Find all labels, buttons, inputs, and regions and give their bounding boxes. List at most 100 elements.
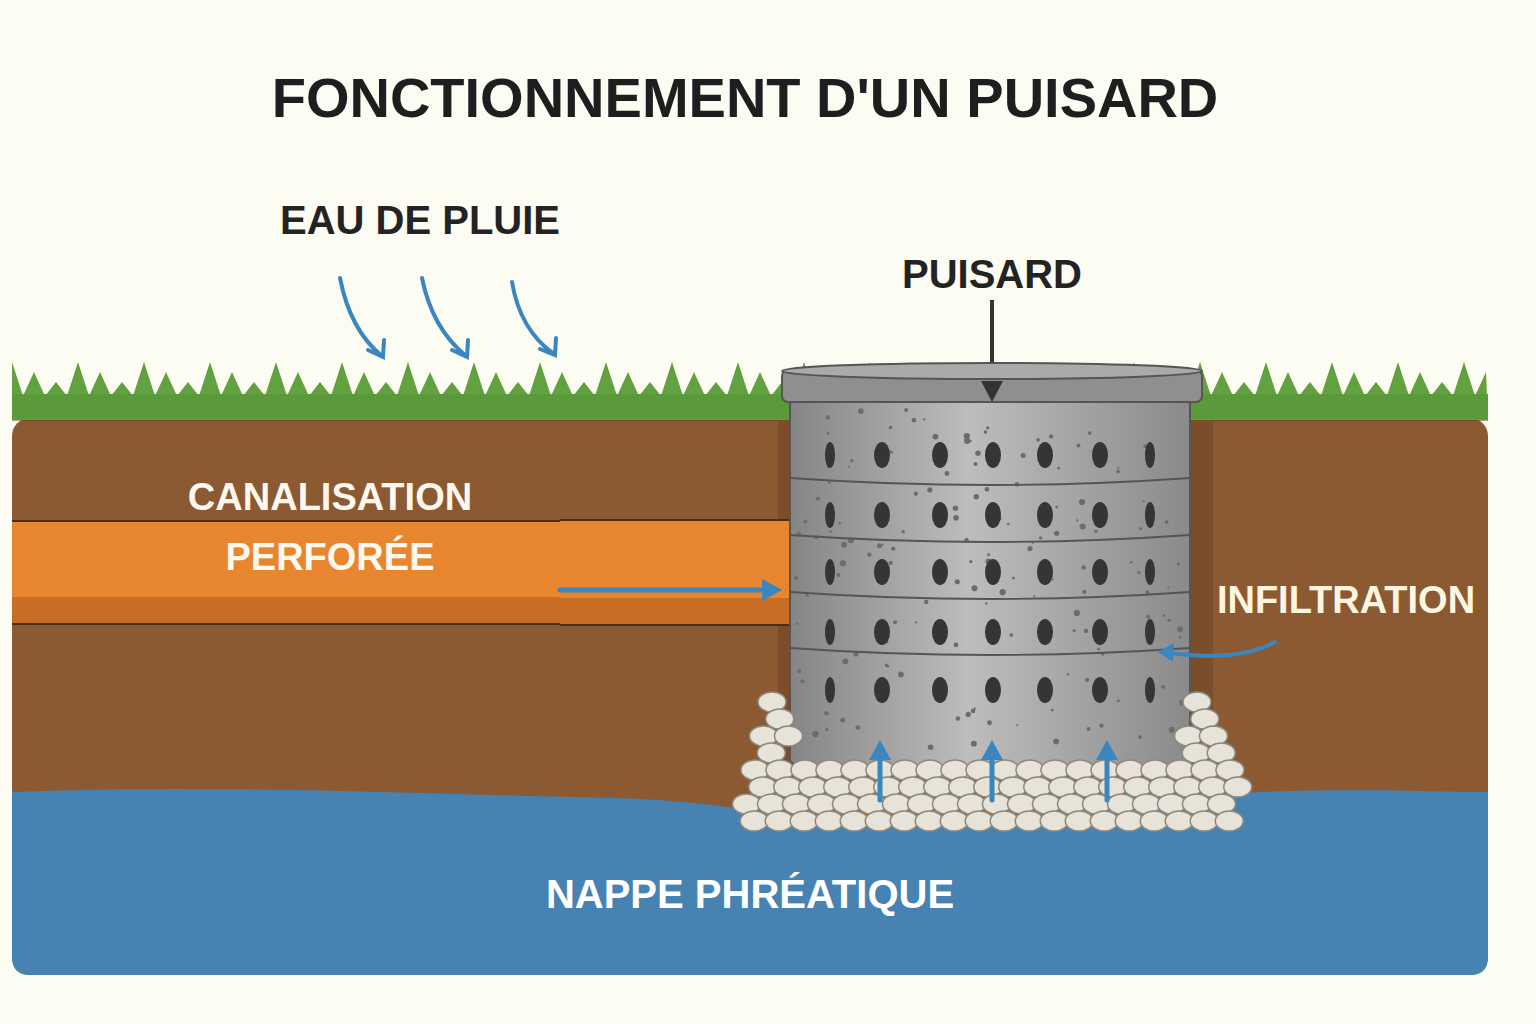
- flow-line: [1105, 756, 1110, 800]
- puisard-shape: [782, 250, 1202, 740]
- perforation: [1092, 502, 1108, 528]
- concrete-speckle: [924, 600, 928, 604]
- perforation: [874, 559, 890, 585]
- concrete-speckle: [1130, 561, 1132, 563]
- ring-joint: [790, 648, 1190, 655]
- concrete-speckle: [838, 522, 840, 524]
- concrete-speckle: [841, 542, 847, 548]
- concrete-speckle: [956, 716, 961, 721]
- rain-arrow: [422, 278, 466, 356]
- perforation: [1092, 677, 1108, 703]
- concrete-speckle: [1138, 571, 1141, 574]
- concrete-speckle: [955, 579, 960, 584]
- perforation: [1145, 559, 1155, 585]
- concrete-speckle: [1138, 735, 1142, 739]
- concrete-speckle: [1039, 536, 1042, 539]
- concrete-speckle: [944, 471, 949, 476]
- concrete-speckle: [1117, 700, 1120, 703]
- flow-arrow: [981, 740, 1003, 800]
- perforation: [825, 677, 835, 703]
- perforation: [932, 677, 948, 703]
- gravel-stone: [1015, 811, 1043, 831]
- concrete-speckle: [1179, 636, 1182, 639]
- concrete-speckle: [1094, 530, 1098, 534]
- concrete-speckle: [889, 450, 892, 453]
- pipe-segment: [560, 520, 800, 598]
- perforation: [825, 502, 835, 528]
- perforation: [874, 442, 890, 468]
- concrete-speckle: [842, 658, 848, 664]
- gravel-stone: [865, 811, 893, 831]
- perforation: [1145, 619, 1155, 645]
- concrete-speckle: [1177, 626, 1183, 632]
- concrete-speckle: [850, 459, 853, 462]
- ring-joint: [790, 592, 1190, 599]
- gravel-stone: [1215, 811, 1243, 831]
- ring-joint: [790, 535, 1190, 542]
- gravel-stone: [1040, 811, 1068, 831]
- perforation: [1145, 442, 1155, 468]
- concrete-speckle: [933, 434, 939, 440]
- perforation: [825, 619, 835, 645]
- concrete-speckle: [840, 560, 846, 566]
- concrete-speckle: [891, 547, 895, 551]
- concrete-speckle: [1074, 610, 1080, 616]
- concrete-speckle: [1161, 685, 1165, 689]
- concrete-speckle: [867, 552, 871, 556]
- concrete-speckle: [1139, 527, 1142, 530]
- concrete-speckle: [825, 728, 828, 731]
- concrete-speckle: [954, 643, 959, 648]
- gravel-stone: [765, 811, 793, 831]
- concrete-speckle: [953, 505, 958, 510]
- rain-arrow-head: [368, 340, 384, 357]
- concrete-speckle: [1099, 723, 1103, 727]
- concrete-speckle: [985, 487, 990, 492]
- concrete-speckle: [848, 466, 850, 468]
- concrete-speckle: [1073, 629, 1076, 632]
- concrete-speckle: [975, 450, 980, 455]
- puisard-leader-head: [981, 381, 1003, 402]
- concrete-speckle: [1087, 727, 1091, 731]
- concrete-speckle: [801, 679, 805, 683]
- concrete-speckle: [986, 426, 989, 429]
- soil: [12, 418, 1488, 975]
- arrow-head: [1096, 740, 1118, 760]
- concrete-speckle: [824, 711, 829, 716]
- concrete-speckle: [1021, 453, 1026, 458]
- concrete-speckle: [1000, 589, 1006, 595]
- gravel-stone: [1165, 811, 1193, 831]
- concrete-speckle: [1076, 444, 1080, 448]
- gravel-stone: [1190, 811, 1218, 831]
- concrete-speckle: [987, 720, 992, 725]
- gravel-stone: [790, 811, 818, 831]
- concrete-speckle: [797, 669, 801, 673]
- concrete-speckle: [796, 623, 798, 625]
- concrete-speckle: [1163, 614, 1166, 617]
- nappe-fill: [12, 789, 1488, 975]
- concrete-speckle: [1036, 438, 1040, 442]
- perforation: [932, 619, 948, 645]
- concrete-speckle: [1076, 519, 1078, 521]
- concrete-speckle: [972, 585, 978, 591]
- perforation: [1037, 619, 1053, 645]
- gravel-stone: [1115, 811, 1143, 831]
- concrete-speckle: [1177, 562, 1180, 565]
- rain-arrows: [340, 278, 556, 357]
- concrete-speckle: [901, 530, 904, 533]
- perforation: [932, 442, 948, 468]
- perforation: [932, 559, 948, 585]
- concrete-speckle: [826, 415, 830, 419]
- perforation: [1037, 442, 1053, 468]
- perforation: [985, 677, 1001, 703]
- concrete-speckle: [1088, 431, 1092, 435]
- perforation: [985, 442, 1001, 468]
- concrete-speckle: [928, 744, 934, 750]
- concrete-speckle: [1146, 615, 1150, 619]
- concrete-speckle: [1016, 724, 1018, 726]
- concrete-speckle: [923, 418, 925, 420]
- node-text: NAPPE PHRÉATIQUE: [12, 870, 1488, 918]
- concrete-speckle: [987, 553, 990, 556]
- pipe-edge: [560, 519, 800, 521]
- concrete-speckle: [1055, 506, 1058, 509]
